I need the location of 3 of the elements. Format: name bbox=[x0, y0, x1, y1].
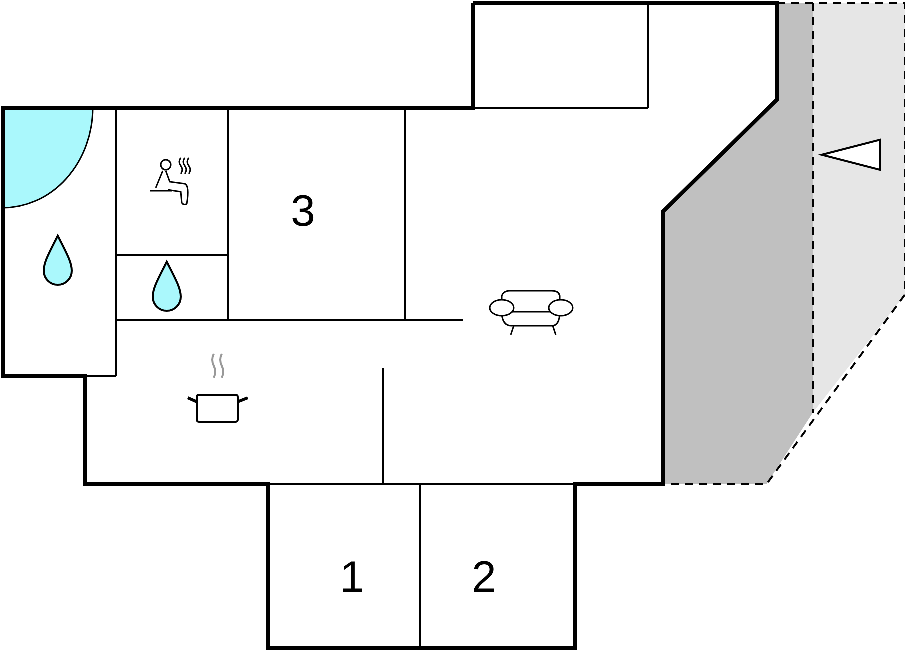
room-number: 2 bbox=[472, 556, 496, 600]
room-number: 1 bbox=[340, 556, 364, 600]
room-number: 3 bbox=[291, 190, 316, 234]
